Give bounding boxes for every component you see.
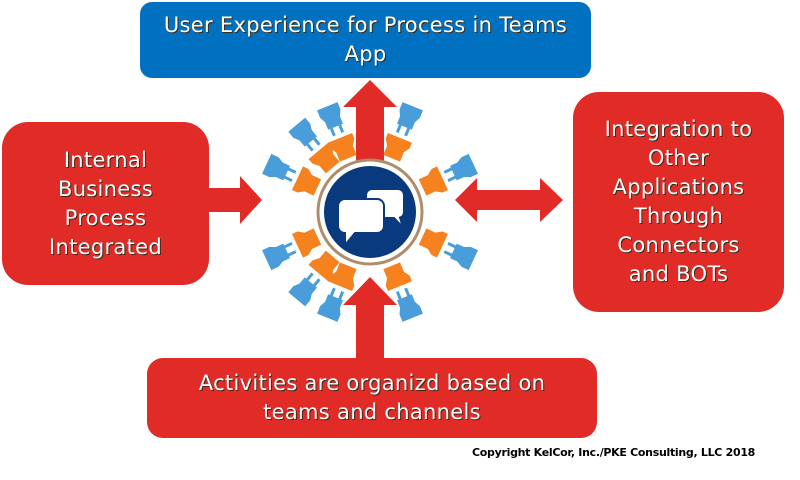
plug-icon (288, 117, 340, 174)
user-experience-box: User Experience for Process in Teams App (140, 2, 591, 78)
arrow-left (209, 176, 262, 224)
chat-hub-icon (316, 158, 424, 266)
plug-icon (418, 153, 478, 196)
arrow-bottom (343, 277, 397, 358)
activities-label: Activities are organizd based on teams a… (198, 371, 546, 424)
internal-business-process-label: Internal Business Process Integrated (49, 147, 162, 259)
arrow-right-double (455, 178, 563, 222)
arrow-top (343, 80, 397, 172)
integration-label: Integration to Other Applications Throug… (604, 117, 753, 286)
user-experience-label: User Experience for Process in Teams App (163, 13, 568, 66)
plug-icon (418, 228, 478, 271)
plug-ring (262, 102, 478, 322)
plug-icon (288, 250, 340, 307)
plug-icon (317, 102, 357, 162)
integration-box: Integration to Other Applications Throug… (573, 92, 784, 312)
activities-box: Activities are organizd based on teams a… (147, 358, 597, 438)
internal-business-process-box: Internal Business Process Integrated (2, 122, 209, 285)
chat-bubbles-icon (337, 188, 405, 248)
plug-icon (317, 262, 357, 322)
plug-icon (262, 228, 322, 271)
copyright-notice: Copyright KelCor, Inc./PKE Consulting, L… (472, 446, 756, 459)
plug-icon (262, 153, 322, 196)
plug-icon (383, 262, 423, 322)
plug-icon (383, 102, 423, 162)
